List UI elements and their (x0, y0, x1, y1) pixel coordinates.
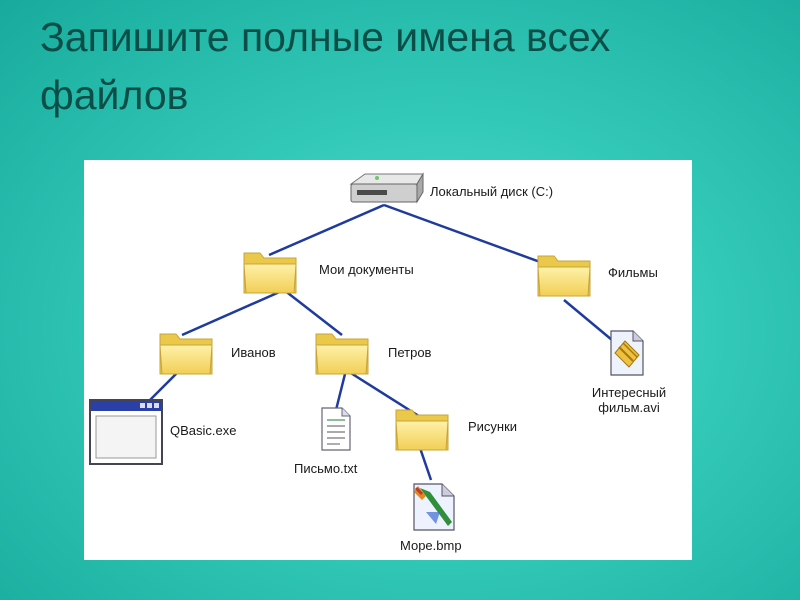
folder-icon (395, 409, 449, 451)
folder-icon (159, 333, 213, 375)
tree-connectors (149, 203, 613, 481)
node-label-films: Фильмы (608, 265, 658, 280)
node-label-my-documents: Мои документы (319, 262, 414, 277)
tree-graphics (89, 172, 644, 531)
node-label-local-disk: Локальный диск (C:) (430, 184, 554, 199)
file-tree-diagram: Локальный диск (C:) Мои документы Фильмы… (84, 160, 692, 560)
text-document-icon (321, 407, 351, 451)
paint-brush-image-icon (413, 483, 455, 531)
node-label-petrov: Петров (388, 345, 432, 360)
video-file-icon (610, 330, 644, 376)
slide-title: Запишите полные имена всех файлов (40, 8, 760, 124)
node-label-movie-line-2: фильм.avi (598, 400, 660, 415)
folder-icon (243, 252, 297, 294)
node-label-pictures: Рисунки (468, 419, 518, 434)
node-label-ivanov: Иванов (231, 345, 276, 360)
node-label-sea: Море.bmp (400, 538, 462, 553)
node-label-qbasic: QBasic.exe (170, 423, 237, 438)
node-label-movie-line-1: Интересный (591, 385, 667, 400)
node-label-movie: Интересный фильм.avi (574, 385, 684, 415)
hard-drive-icon (349, 172, 424, 204)
slide-title-line-2: файлов (40, 72, 189, 118)
node-label-letter: Письмо.txt (294, 461, 358, 476)
application-window-icon (89, 399, 163, 465)
folder-icon (537, 255, 591, 297)
slide-title-line-1: Запишите полные имена всех (40, 14, 611, 60)
folder-icon (315, 333, 369, 375)
